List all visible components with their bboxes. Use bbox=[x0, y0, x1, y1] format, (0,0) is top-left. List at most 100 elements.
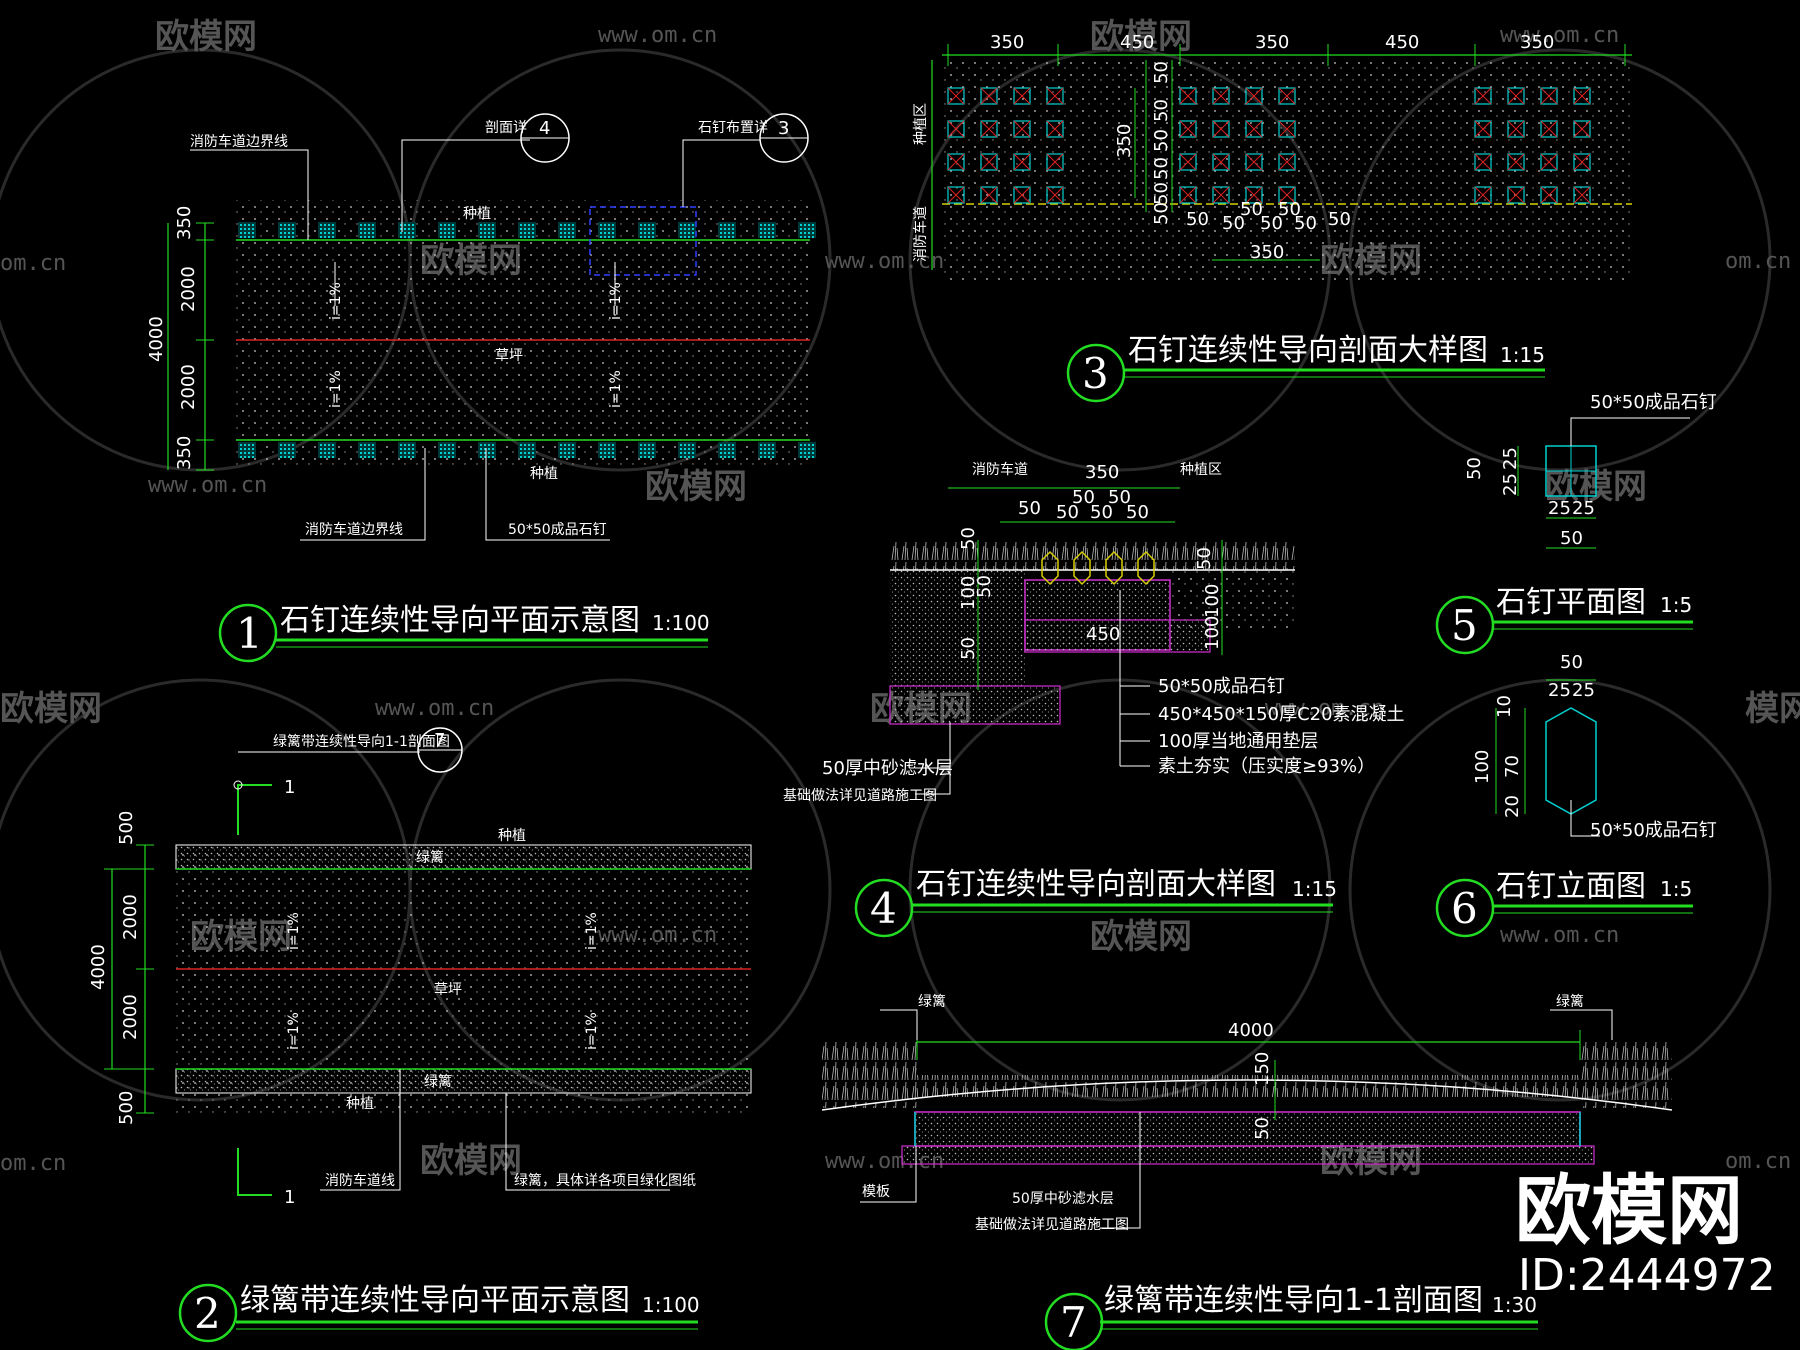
d3-dim-bottom: 50 bbox=[1294, 213, 1317, 234]
stone-nail-square bbox=[1212, 153, 1230, 171]
stone-nail-square bbox=[1507, 153, 1525, 171]
watermark-logo: 欧模网 bbox=[1090, 17, 1192, 57]
d4-dim-top-seg: 50 bbox=[1126, 502, 1149, 523]
drawing-7-hedge-section: 4000 150 50 绿篱 绿篱 模板 50厚中砂滤水层 基础做法详见道路施工… bbox=[821, 994, 1673, 1350]
stone-nail-cluster bbox=[718, 222, 736, 238]
d1-scale: 1:100 bbox=[652, 611, 710, 635]
stone-nail-square bbox=[947, 87, 965, 105]
d4-grass bbox=[890, 540, 1295, 570]
stone-nail-cluster bbox=[678, 222, 696, 238]
stone-nail-square bbox=[947, 186, 965, 204]
watermark-url: www.om.cn bbox=[825, 249, 944, 274]
stone-nail-cluster bbox=[278, 442, 296, 458]
stone-nail-square bbox=[1278, 87, 1296, 105]
d6-title-number: 6 bbox=[1451, 884, 1478, 933]
stone-nail-square bbox=[1245, 120, 1263, 138]
watermark-url-fragment: om.cn bbox=[0, 1151, 66, 1176]
d1-label-fire-lane-top: 消防车道边界线 bbox=[190, 133, 288, 150]
stone-nail-square bbox=[1507, 120, 1525, 138]
stone-nail-cluster bbox=[398, 442, 416, 458]
d1-ground-hatch bbox=[236, 200, 810, 470]
d4-road-sub bbox=[890, 620, 1025, 686]
d2-slope: i=1% bbox=[584, 1012, 600, 1050]
d2-label-hedge-top: 绿篱 bbox=[416, 850, 444, 866]
stone-nail-square bbox=[1212, 186, 1230, 204]
stone-nail-square bbox=[1573, 153, 1591, 171]
d3-dim-mid: 50 bbox=[1151, 129, 1172, 152]
watermark-url-fragment: om.cn bbox=[1725, 249, 1791, 274]
d7-dim-width: 4000 bbox=[1228, 1020, 1274, 1041]
d3-dim-bottom-total: 350 bbox=[1250, 242, 1284, 263]
d6-title: 石钉立面图 bbox=[1496, 869, 1646, 904]
stone-nail-square bbox=[1507, 186, 1525, 204]
stone-nail-square bbox=[1245, 153, 1263, 171]
d4-dim-top-seg: 50 bbox=[1056, 502, 1079, 523]
d6-scale: 1:5 bbox=[1660, 877, 1692, 901]
d4-dim-top-seg: 50 bbox=[1090, 502, 1113, 523]
watermark-logo: 欧模网 bbox=[420, 1141, 522, 1181]
d3-dim-top: 450 bbox=[1385, 32, 1419, 53]
d2-label-fire-lane: 消防车道线 bbox=[325, 1172, 395, 1189]
stone-nail-cluster bbox=[558, 222, 576, 238]
d4-dim-width: 450 bbox=[1086, 624, 1120, 645]
d2-section-cut-top bbox=[237, 784, 272, 835]
d4-label-sand: 50厚中砂滤水层 bbox=[822, 758, 953, 779]
d7-sand-layer bbox=[901, 1145, 1595, 1165]
d4-dim-left-c: 50 bbox=[974, 575, 995, 598]
d2-label-hedge-note: 绿篱，具体详各项目绿化图纸 bbox=[514, 1173, 696, 1189]
d1-slope: i=1% bbox=[608, 370, 624, 408]
d1-slope: i=1% bbox=[608, 282, 624, 320]
d4-scale: 1:15 bbox=[1292, 877, 1337, 901]
stone-nail-cluster bbox=[438, 222, 456, 238]
d4-label-stone: 50*50成品石钉 bbox=[1158, 676, 1285, 697]
d1-dim-upper: 2000 bbox=[178, 266, 199, 312]
drawing-5-stone-plan: 50*50成品石钉 50 25 25 25 25 50 5 石钉平面图 1:5 bbox=[1435, 392, 1717, 655]
d1-stone-ref: 3 bbox=[778, 118, 789, 139]
stone-nail-square bbox=[980, 120, 998, 138]
d3-title: 石钉连续性导向剖面大样图 bbox=[1128, 333, 1488, 368]
d1-label-stone-spec: 50*50成品石钉 bbox=[508, 522, 607, 538]
stone-nail-square bbox=[1474, 120, 1492, 138]
d5-scale: 1:5 bbox=[1660, 593, 1692, 617]
stone-nail-cluster bbox=[518, 222, 536, 238]
stone-nail-square bbox=[1540, 186, 1558, 204]
stone-nail-cluster bbox=[518, 442, 536, 458]
d6-dim-total: 100 bbox=[1472, 750, 1493, 784]
watermark-url: www.om.cn bbox=[148, 473, 267, 498]
d3-dim-bottom: 50 bbox=[1186, 209, 1209, 230]
d1-slope: i=1% bbox=[328, 370, 344, 408]
d3-dim-bottom: 50 bbox=[1278, 199, 1301, 220]
stone-nail-cluster bbox=[318, 442, 336, 458]
d7-scale: 1:30 bbox=[1492, 1293, 1537, 1317]
stone-nail-square bbox=[1212, 120, 1230, 138]
stone-nail-square bbox=[1540, 153, 1558, 171]
d2-section-cut-bottom bbox=[237, 1148, 272, 1196]
stone-nail-cluster bbox=[398, 222, 416, 238]
stone-nail-square bbox=[1507, 87, 1525, 105]
d6-stone-profile bbox=[1545, 707, 1597, 815]
d3-dim-bottom: 50 bbox=[1222, 213, 1245, 234]
d1-label-planting-top: 种植 bbox=[463, 206, 491, 222]
d3-dim-mid: 50 bbox=[1151, 99, 1172, 122]
d3-dim-top: 450 bbox=[1120, 32, 1154, 53]
d4-label-base: 100厚当地通用垫层 bbox=[1158, 731, 1318, 752]
d2-slope: i=1% bbox=[286, 1012, 302, 1050]
stone-nail-square bbox=[980, 186, 998, 204]
d2-section-ref: 7 bbox=[434, 730, 445, 751]
brand-name: 欧模网 bbox=[1515, 1166, 1743, 1255]
d2-scale: 1:100 bbox=[642, 1293, 700, 1317]
d2-cut-mark-top: 1 bbox=[284, 777, 295, 798]
d2-hedge-bottom bbox=[175, 1068, 752, 1094]
d1-dim-bottom-band: 350 bbox=[174, 436, 195, 470]
watermark-url: www.om.cn bbox=[1500, 923, 1619, 948]
d7-label-sand: 50厚中砂滤水层 bbox=[1012, 1191, 1114, 1207]
d4-dim-right-b: 100 bbox=[1202, 584, 1223, 618]
d4-dim-top-seg: 50 bbox=[1108, 487, 1131, 508]
d1-dim-total: 4000 bbox=[146, 316, 167, 362]
d5-dim-left: 50 bbox=[1464, 457, 1485, 480]
d2-title: 绿篱带连续性导向平面示意图 bbox=[240, 1283, 630, 1318]
d2-label-lawn: 草坪 bbox=[434, 982, 462, 998]
stone-nail-cluster bbox=[358, 442, 376, 458]
d4-dim-left-b: 100 bbox=[958, 576, 979, 610]
